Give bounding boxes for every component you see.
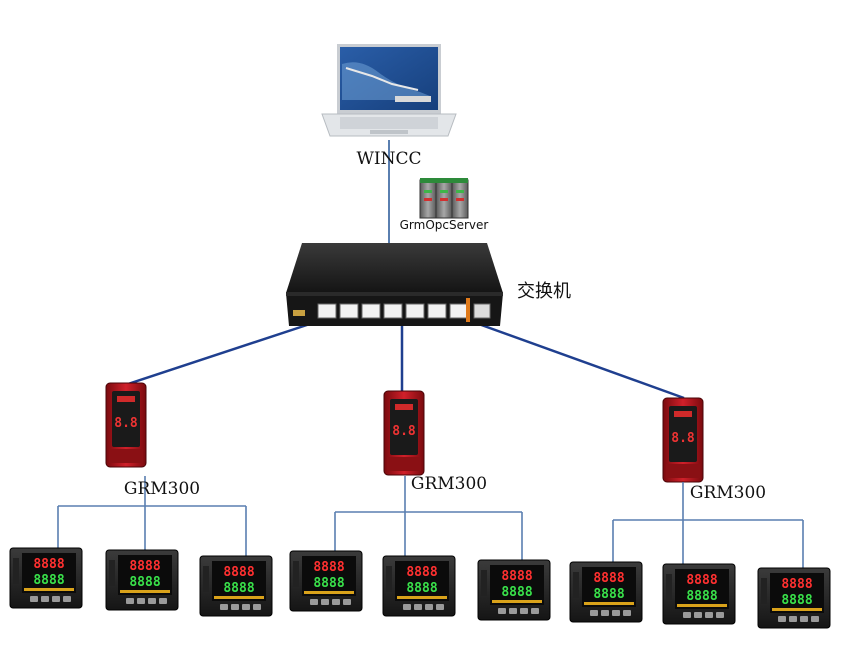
pc-label: WINCC	[356, 149, 421, 169]
gateway-label-3: GRM300	[690, 483, 766, 503]
svg-text:8888: 8888	[33, 573, 64, 588]
connection-lines	[127, 140, 685, 400]
switch-to-gateway-3-line	[461, 316, 685, 400]
svg-text:8888: 8888	[406, 565, 437, 580]
switch-ports	[317, 298, 491, 322]
bus-line-group-2	[334, 476, 523, 563]
svg-text:8888: 8888	[501, 569, 532, 584]
network-switch-icon	[286, 243, 503, 326]
gateway-label-2: GRM300	[411, 474, 487, 494]
svg-text:8888: 8888	[781, 577, 812, 592]
gateway-device-2: 8.8	[383, 390, 425, 476]
gateway-device-3: 8.8	[662, 397, 704, 483]
gateways-group: 8.8 8.8 8.8	[105, 382, 704, 483]
svg-text:8888: 8888	[406, 581, 437, 596]
svg-text:8888: 8888	[593, 587, 624, 602]
svg-text:8.8: 8.8	[671, 431, 695, 446]
bus-line-group-3	[612, 482, 804, 570]
svg-text:8888: 8888	[33, 557, 64, 572]
switch-to-gateway-1-line	[127, 318, 323, 386]
gateway-label-1: GRM300	[124, 479, 200, 499]
svg-text:8888: 8888	[129, 575, 160, 590]
svg-text:8.8: 8.8	[392, 424, 416, 439]
svg-text:8888: 8888	[781, 593, 812, 608]
opc-server-label: GrmOpcServer	[400, 218, 489, 232]
controllers-group: 8888888888888888888888888888888888888888…	[9, 547, 831, 629]
gateway-device-1: 8.8	[105, 382, 147, 468]
svg-text:8888: 8888	[501, 585, 532, 600]
svg-text:8888: 8888	[593, 571, 624, 586]
opc-server-icon	[419, 178, 469, 219]
field-bus-lines	[57, 476, 804, 570]
svg-text:8888: 8888	[686, 589, 717, 604]
svg-text:8888: 8888	[313, 576, 344, 591]
svg-text:8888: 8888	[223, 581, 254, 596]
bus-line-group-1	[57, 476, 247, 560]
svg-text:8.8: 8.8	[114, 416, 138, 431]
laptop-icon	[321, 44, 457, 137]
svg-text:8888: 8888	[313, 560, 344, 575]
svg-text:8888: 8888	[129, 559, 160, 574]
switch-label: 交换机	[517, 281, 571, 302]
svg-text:8888: 8888	[223, 565, 254, 580]
svg-text:8888: 8888	[686, 573, 717, 588]
